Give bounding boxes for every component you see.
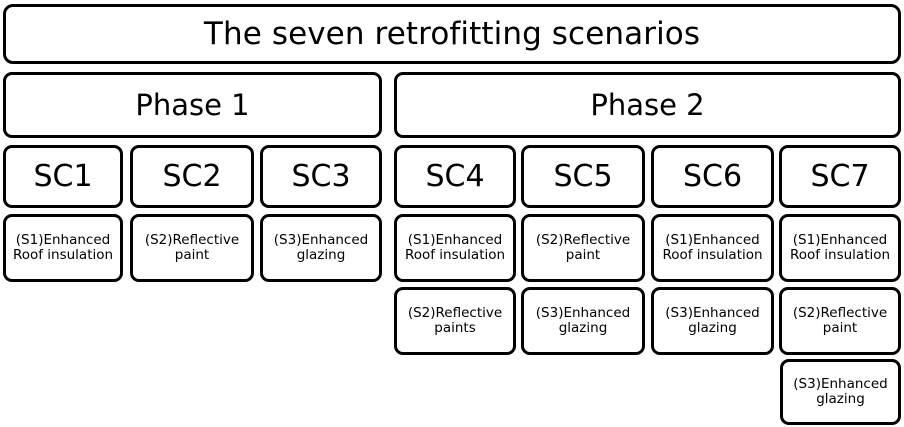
measure-box-sc5-2: (S3)Enhanced glazing — [521, 287, 645, 355]
scenario-code-sc6: SC6 — [682, 158, 743, 194]
phase-label-1: Phase 1 — [135, 87, 250, 122]
measure-label: (S1)Enhanced Roof insulation — [12, 231, 114, 263]
scenario-box-sc3: SC3 — [260, 145, 382, 208]
measure-label: (S2)Reflective paints — [407, 304, 503, 336]
phase-label-2: Phase 2 — [590, 87, 705, 122]
measure-label: (S1)Enhanced Roof insulation — [789, 231, 891, 263]
scenario-box-sc7: SC7 — [779, 145, 901, 208]
measure-label: (S2)Reflective paint — [144, 231, 240, 263]
measure-label: (S2)Reflective paint — [792, 304, 888, 336]
measure-label: (S3)Enhanced glazing — [793, 375, 888, 407]
measure-box-sc7-2: (S2)Reflective paint — [779, 287, 901, 355]
scenario-code-sc3: SC3 — [291, 158, 351, 194]
measure-box-sc2-1: (S2)Reflective paint — [130, 214, 254, 282]
measure-label: (S2)Reflective paint — [535, 231, 631, 263]
measure-label: (S3)Enhanced glazing — [273, 231, 369, 263]
diagram-title-box: The seven retrofitting scenarios — [3, 4, 901, 64]
phase-box-1: Phase 1 — [3, 72, 382, 138]
scenario-box-sc1: SC1 — [3, 145, 123, 208]
measure-box-sc4-1: (S1)Enhanced Roof insulation — [394, 214, 516, 282]
scenario-box-sc6: SC6 — [651, 145, 774, 208]
measure-label: (S3)Enhanced glazing — [535, 304, 631, 336]
measure-box-sc6-2: (S3)Enhanced glazing — [651, 287, 774, 355]
measure-label: (S1)Enhanced Roof insulation — [404, 231, 506, 263]
measure-box-sc7-1: (S1)Enhanced Roof insulation — [779, 214, 901, 282]
measure-label: (S3)Enhanced glazing — [665, 304, 760, 336]
scenario-code-sc2: SC2 — [162, 158, 222, 194]
diagram-title: The seven retrofitting scenarios — [203, 15, 701, 52]
measure-box-sc6-1: (S1)Enhanced Roof insulation — [651, 214, 774, 282]
scenario-box-sc4: SC4 — [394, 145, 516, 208]
phase-box-2: Phase 2 — [394, 72, 901, 138]
measure-box-sc5-1: (S2)Reflective paint — [521, 214, 645, 282]
scenario-box-sc5: SC5 — [521, 145, 645, 208]
scenario-code-sc4: SC4 — [425, 158, 485, 194]
scenario-code-sc7: SC7 — [810, 158, 870, 194]
measure-box-sc7-3: (S3)Enhanced glazing — [780, 359, 901, 425]
scenario-code-sc1: SC1 — [33, 158, 93, 194]
measure-label: (S1)Enhanced Roof insulation — [662, 231, 763, 263]
measure-box-sc3-1: (S3)Enhanced glazing — [260, 214, 382, 282]
scenario-code-sc5: SC5 — [553, 158, 613, 194]
measure-box-sc4-2: (S2)Reflective paints — [394, 287, 516, 355]
measure-box-sc1-1: (S1)Enhanced Roof insulation — [3, 214, 123, 282]
scenario-box-sc2: SC2 — [130, 145, 254, 208]
